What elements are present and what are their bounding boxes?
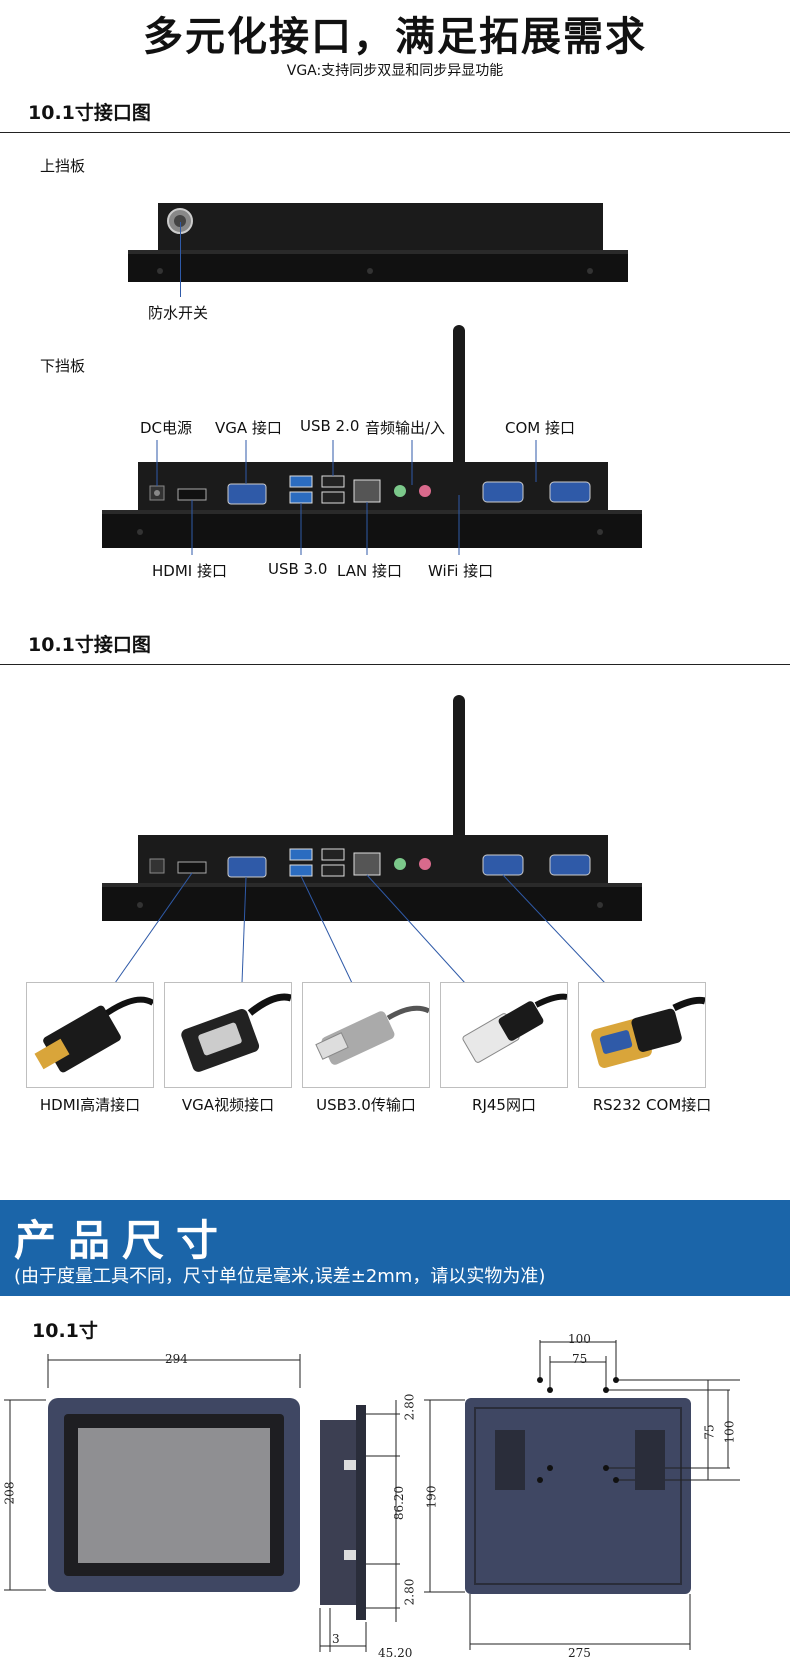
page-title: 多元化接口，满足拓展需求	[143, 14, 647, 60]
ports-device-image	[102, 695, 642, 984]
waterproof-switch-label: 防水开关	[148, 304, 209, 322]
usb-cable-thumbnail	[302, 982, 431, 1088]
dim-side-depth: 3	[332, 1632, 340, 1646]
rs232-plug-icon	[591, 996, 706, 1068]
top-panel-label: 上挡板	[40, 157, 86, 175]
bottom-panel-label: 下挡板	[40, 357, 86, 375]
banner-title: 产品尺寸	[14, 1216, 231, 1265]
side-view-drawing	[319, 1400, 400, 1652]
port-label-com: COM 接口	[505, 419, 575, 437]
usb-plug-icon	[315, 1005, 431, 1065]
port-label-dc: DC电源	[140, 419, 193, 437]
dim-side-bottom: 2.80	[402, 1578, 417, 1606]
switch-leader-line	[180, 222, 181, 297]
rs232-cable-thumbnail	[578, 982, 706, 1088]
top-panel-image	[128, 203, 628, 282]
section1-title: 10.1寸接口图	[28, 102, 151, 124]
vga-plug-icon	[181, 993, 293, 1072]
dim-front-width: 294	[165, 1352, 188, 1366]
hdmi-cable-thumbnail	[26, 982, 155, 1088]
dim-vesa-outer-h: 100	[722, 1420, 737, 1444]
port-label-vga: VGA 接口	[215, 419, 282, 437]
port-label-wifi: WiFi 接口	[428, 562, 494, 580]
hdmi-plug-icon	[34, 996, 155, 1073]
thumb-label-vga: VGA视频接口	[181, 1096, 275, 1114]
dim-side-mid: 86.20	[392, 1485, 407, 1521]
vga-cable-thumbnail	[164, 982, 293, 1088]
dim-vesa-outer-w: 100	[568, 1332, 591, 1346]
port-label-audio: 音频输出/入	[365, 419, 446, 437]
section2-title: 10.1寸接口图	[28, 634, 151, 656]
dim-front-height: 208	[2, 1481, 17, 1505]
dimensions-title: 10.1寸	[32, 1320, 98, 1342]
dim-back-height: 190	[424, 1485, 439, 1509]
dim-side-top: 2.80	[402, 1393, 417, 1421]
port-label-lan: LAN 接口	[337, 562, 402, 580]
bottom-panel-image	[102, 325, 642, 555]
dimensions-banner	[0, 1200, 790, 1296]
section1-divider	[0, 132, 790, 133]
dim-back-width: 275	[568, 1646, 591, 1660]
thumb-label-rj45: RJ45网口	[472, 1096, 536, 1114]
thumb-label-hdmi: HDMI高清接口	[39, 1096, 141, 1114]
dim-side-total: 45.20	[378, 1646, 413, 1660]
port-label-hdmi: HDMI 接口	[152, 562, 227, 580]
dimension-drawings	[4, 1340, 740, 1652]
thumb-label-rs232: RS232 COM接口	[592, 1096, 712, 1114]
port-label-usb3: USB 3.0	[268, 560, 328, 578]
page-subtitle: VGA:支持同步双显和同步异显功能	[286, 63, 504, 79]
rj45-cable-thumbnail	[440, 982, 568, 1088]
dim-vesa-inner-w: 75	[572, 1352, 588, 1366]
section2-divider	[0, 664, 790, 665]
rj45-plug-icon	[462, 993, 568, 1063]
back-view-drawing	[424, 1340, 740, 1650]
front-view-drawing	[4, 1354, 301, 1592]
dim-vesa-inner-h: 75	[702, 1424, 717, 1440]
port-label-usb2: USB 2.0	[300, 417, 360, 435]
thumb-label-usb3: USB3.0传输口	[316, 1096, 416, 1114]
banner-subtitle: (由于度量工具不同，尺寸单位是毫米,误差±2mm，请以实物为准)	[14, 1266, 546, 1287]
